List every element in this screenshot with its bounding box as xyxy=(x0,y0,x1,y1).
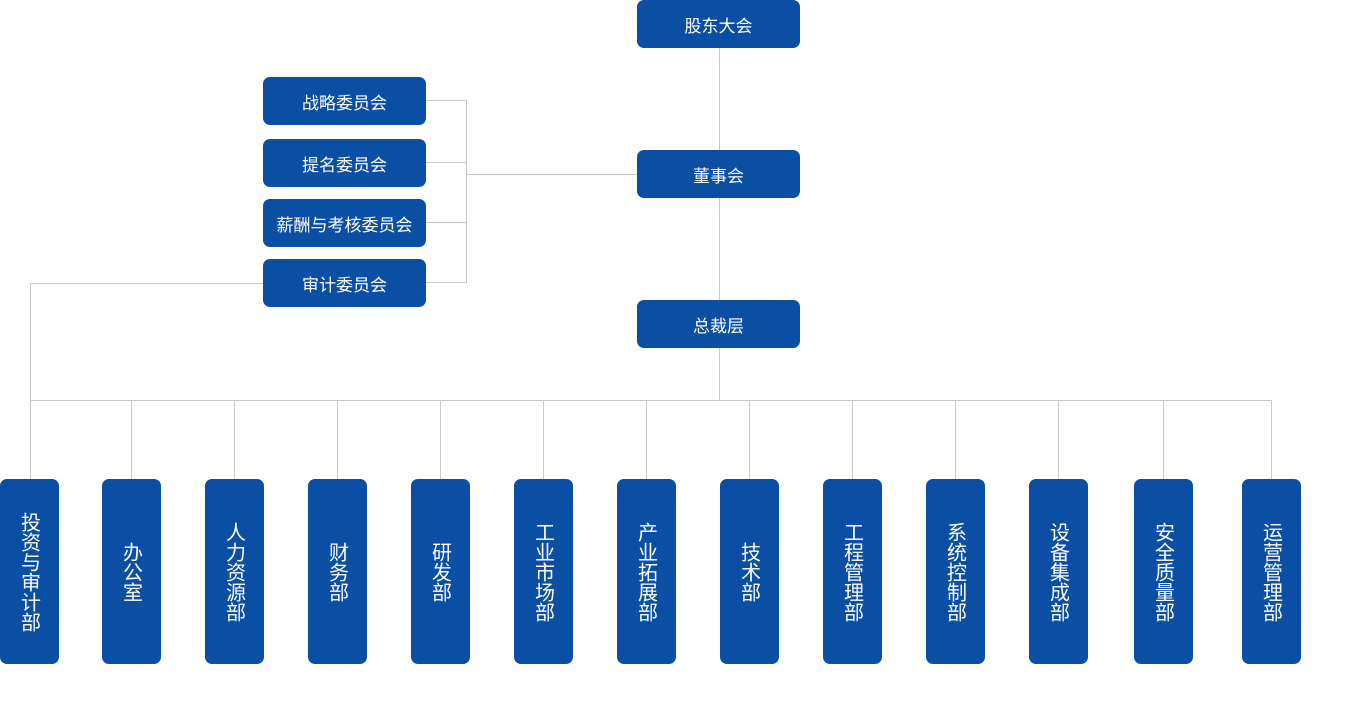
node-dept-safety-quality[interactable]: 安全质量部 xyxy=(1134,479,1193,664)
node-dept-industry-expansion[interactable]: 产业拓展部 xyxy=(617,479,676,664)
node-audit-committee[interactable]: 审计委员会 xyxy=(263,259,426,307)
dept-label: 办公室 xyxy=(119,541,144,602)
node-dept-finance[interactable]: 财务部 xyxy=(308,479,367,664)
dept-label: 投资与审计部 xyxy=(17,511,42,632)
node-dept-system-control[interactable]: 系统控制部 xyxy=(926,479,985,664)
dept-label: 财务部 xyxy=(325,541,350,602)
node-shareholders-meeting[interactable]: 股东大会 xyxy=(637,0,800,48)
node-dept-human-resources[interactable]: 人力资源部 xyxy=(205,479,264,664)
node-dept-office[interactable]: 办公室 xyxy=(102,479,161,664)
node-board-of-directors[interactable]: 董事会 xyxy=(637,150,800,198)
dept-label: 产业拓展部 xyxy=(634,521,659,622)
dept-label: 技术部 xyxy=(737,541,762,602)
node-dept-rnd[interactable]: 研发部 xyxy=(411,479,470,664)
dept-label: 工程管理部 xyxy=(840,521,865,622)
dept-label: 设备集成部 xyxy=(1046,521,1071,622)
node-dept-investment-audit[interactable]: 投资与审计部 xyxy=(0,479,59,664)
dept-label: 人力资源部 xyxy=(222,521,247,622)
dept-label: 工业市场部 xyxy=(531,521,556,622)
node-dept-operations-management[interactable]: 运营管理部 xyxy=(1242,479,1301,664)
node-dept-technology[interactable]: 技术部 xyxy=(720,479,779,664)
dept-label: 运营管理部 xyxy=(1259,521,1284,622)
node-dept-engineering-management[interactable]: 工程管理部 xyxy=(823,479,882,664)
node-executive-level[interactable]: 总裁层 xyxy=(637,300,800,348)
node-compensation-committee[interactable]: 薪酬与考核委员会 xyxy=(263,199,426,247)
node-dept-equipment-integration[interactable]: 设备集成部 xyxy=(1029,479,1088,664)
dept-label: 系统控制部 xyxy=(943,521,968,622)
dept-label: 研发部 xyxy=(428,541,453,602)
node-dept-industrial-market[interactable]: 工业市场部 xyxy=(514,479,573,664)
node-strategy-committee[interactable]: 战略委员会 xyxy=(263,77,426,125)
dept-label: 安全质量部 xyxy=(1151,521,1176,622)
node-nomination-committee[interactable]: 提名委员会 xyxy=(263,139,426,187)
